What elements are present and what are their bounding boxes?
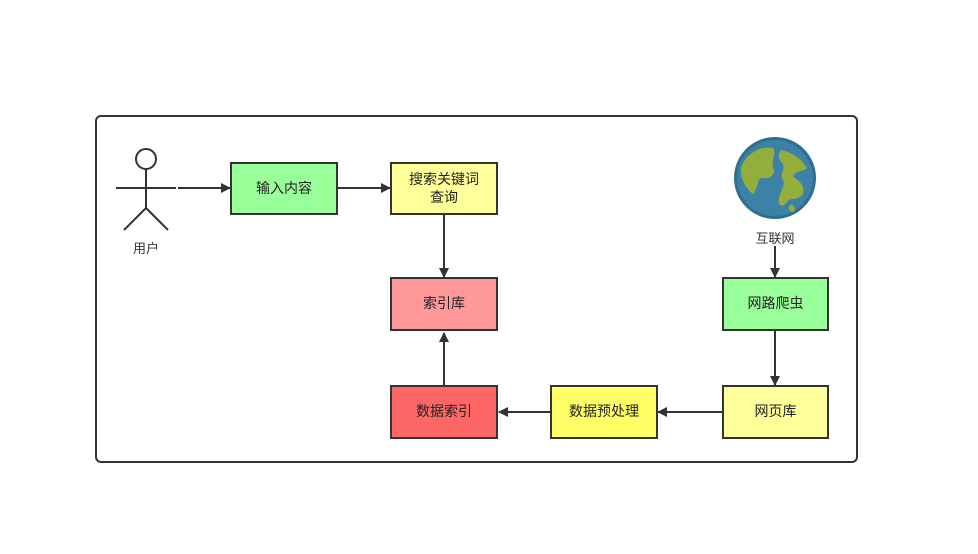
page-db-node: 网页库 [722,385,829,439]
data-index-label: 数据索引 [416,404,472,420]
index-db-label: 索引库 [423,296,465,312]
search-keyword-label-line1: 搜索关键词 [409,171,479,188]
data-index-node: 数据索引 [390,385,498,439]
input-content-label: 输入内容 [256,180,312,197]
preprocess-label: 数据预处理 [569,404,639,420]
crawler-label: 网路爬虫 [747,296,804,312]
search-keyword-node: 搜索关键词 查询 [390,162,498,215]
internet-label: 互联网 [755,232,795,247]
preprocess-node: 数据预处理 [550,385,658,439]
input-content-node: 输入内容 [230,162,338,215]
crawler-node: 网路爬虫 [722,277,829,331]
index-db-node: 索引库 [390,277,498,331]
globe-icon [734,137,816,219]
user-stick-figure-icon [116,148,176,231]
page-db-label: 网页库 [754,404,797,420]
search-keyword-label-line2: 查询 [430,189,458,206]
user-label: 用户 [132,242,159,257]
